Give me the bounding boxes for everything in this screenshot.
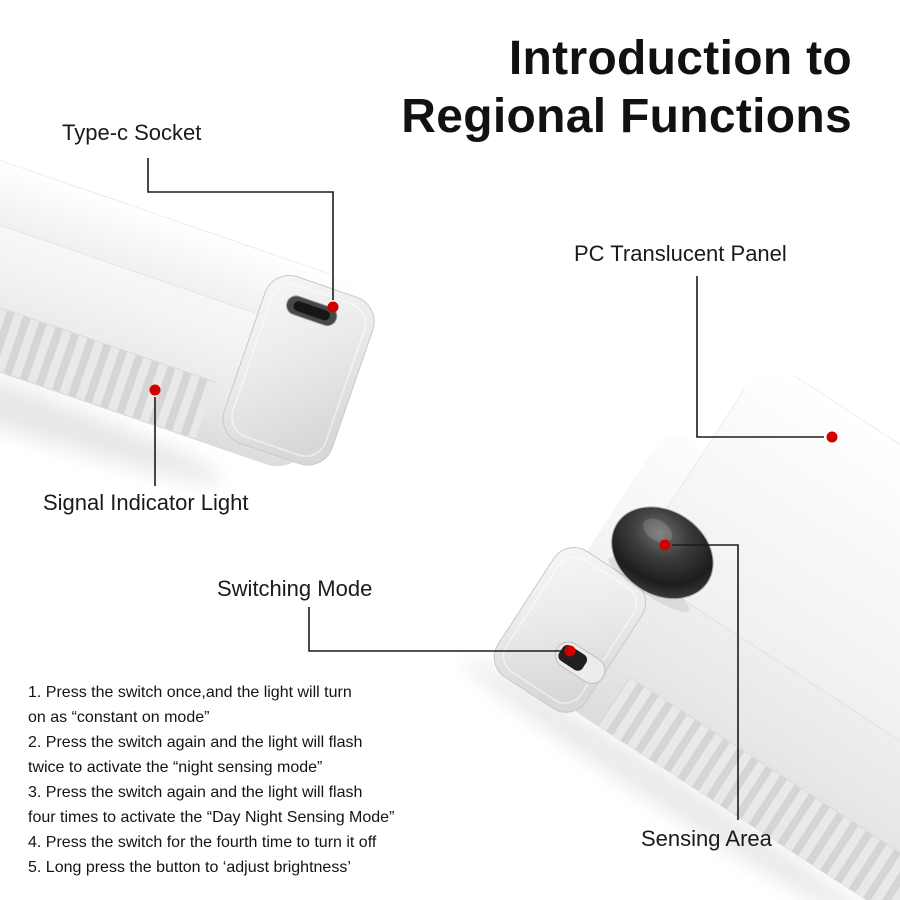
bar-ridges <box>597 676 900 900</box>
callout-line-type-c-socket <box>147 158 334 300</box>
marker-type-c-socket <box>327 301 339 313</box>
callout-lines <box>147 158 824 820</box>
typec-port-pin <box>293 301 330 321</box>
instruction-line: 2. Press the switch again and the light … <box>28 734 363 751</box>
ridge-seam <box>0 120 216 383</box>
instruction-line: 1. Press the switch once,and the light w… <box>28 684 352 701</box>
instruction-list: 1. Press the switch once,and the light w… <box>28 680 468 880</box>
panel-seam <box>0 47 345 345</box>
label-signal-indicator-light: Signal Indicator Light <box>43 490 249 515</box>
bar-end-cap <box>493 547 647 713</box>
callout-markers <box>149 301 838 657</box>
led-bar-sensor-view <box>462 371 900 900</box>
instruction-line: on as “constant on mode” <box>28 709 210 726</box>
bar-end-cap <box>222 275 375 466</box>
instruction-line: 3. Press the switch again and the light … <box>28 784 363 801</box>
dome-highlight <box>643 518 673 543</box>
instruction-line: twice to activate the “night sensing mod… <box>28 759 323 776</box>
page-title-line1: Introduction to <box>508 32 852 85</box>
led-bar-typec-view <box>0 0 375 483</box>
ridge-seam <box>629 676 900 900</box>
bar-panel <box>0 0 357 336</box>
marker-signal-indicator <box>149 384 161 396</box>
instruction-line: 5. Long press the button to ‘adjust brig… <box>28 859 351 876</box>
pir-sensor-dome <box>611 506 714 600</box>
page-title: Introduction to Regional Functions <box>401 30 852 146</box>
marker-sensing-area <box>659 539 671 551</box>
page-title-line2: Regional Functions <box>401 90 852 143</box>
label-switching-mode: Switching Mode <box>217 576 373 601</box>
end-cap-bevel <box>502 555 638 704</box>
bar-ridges <box>0 121 216 439</box>
bar-panel <box>644 371 900 863</box>
marker-pc-panel <box>826 431 838 443</box>
marker-switching-mode <box>564 645 576 657</box>
bar-shadow <box>462 658 882 900</box>
label-pc-translucent-panel: PC Translucent Panel <box>574 241 787 266</box>
label-sensing-area: Sensing Area <box>641 826 772 851</box>
instruction-line: four times to activate the “Day Night Se… <box>28 809 395 826</box>
end-cap-bevel <box>231 283 367 457</box>
callout-line-switching-mode <box>308 607 561 652</box>
instruction-line: 4. Press the switch for the fourth time … <box>28 834 377 851</box>
callout-line-sensing-area <box>672 544 739 820</box>
bar-shadow <box>0 231 224 483</box>
callout-line-pc-translucent-panel <box>696 276 824 438</box>
panel-seam <box>630 564 900 877</box>
label-type-c-socket: Type-c Socket <box>62 120 202 145</box>
